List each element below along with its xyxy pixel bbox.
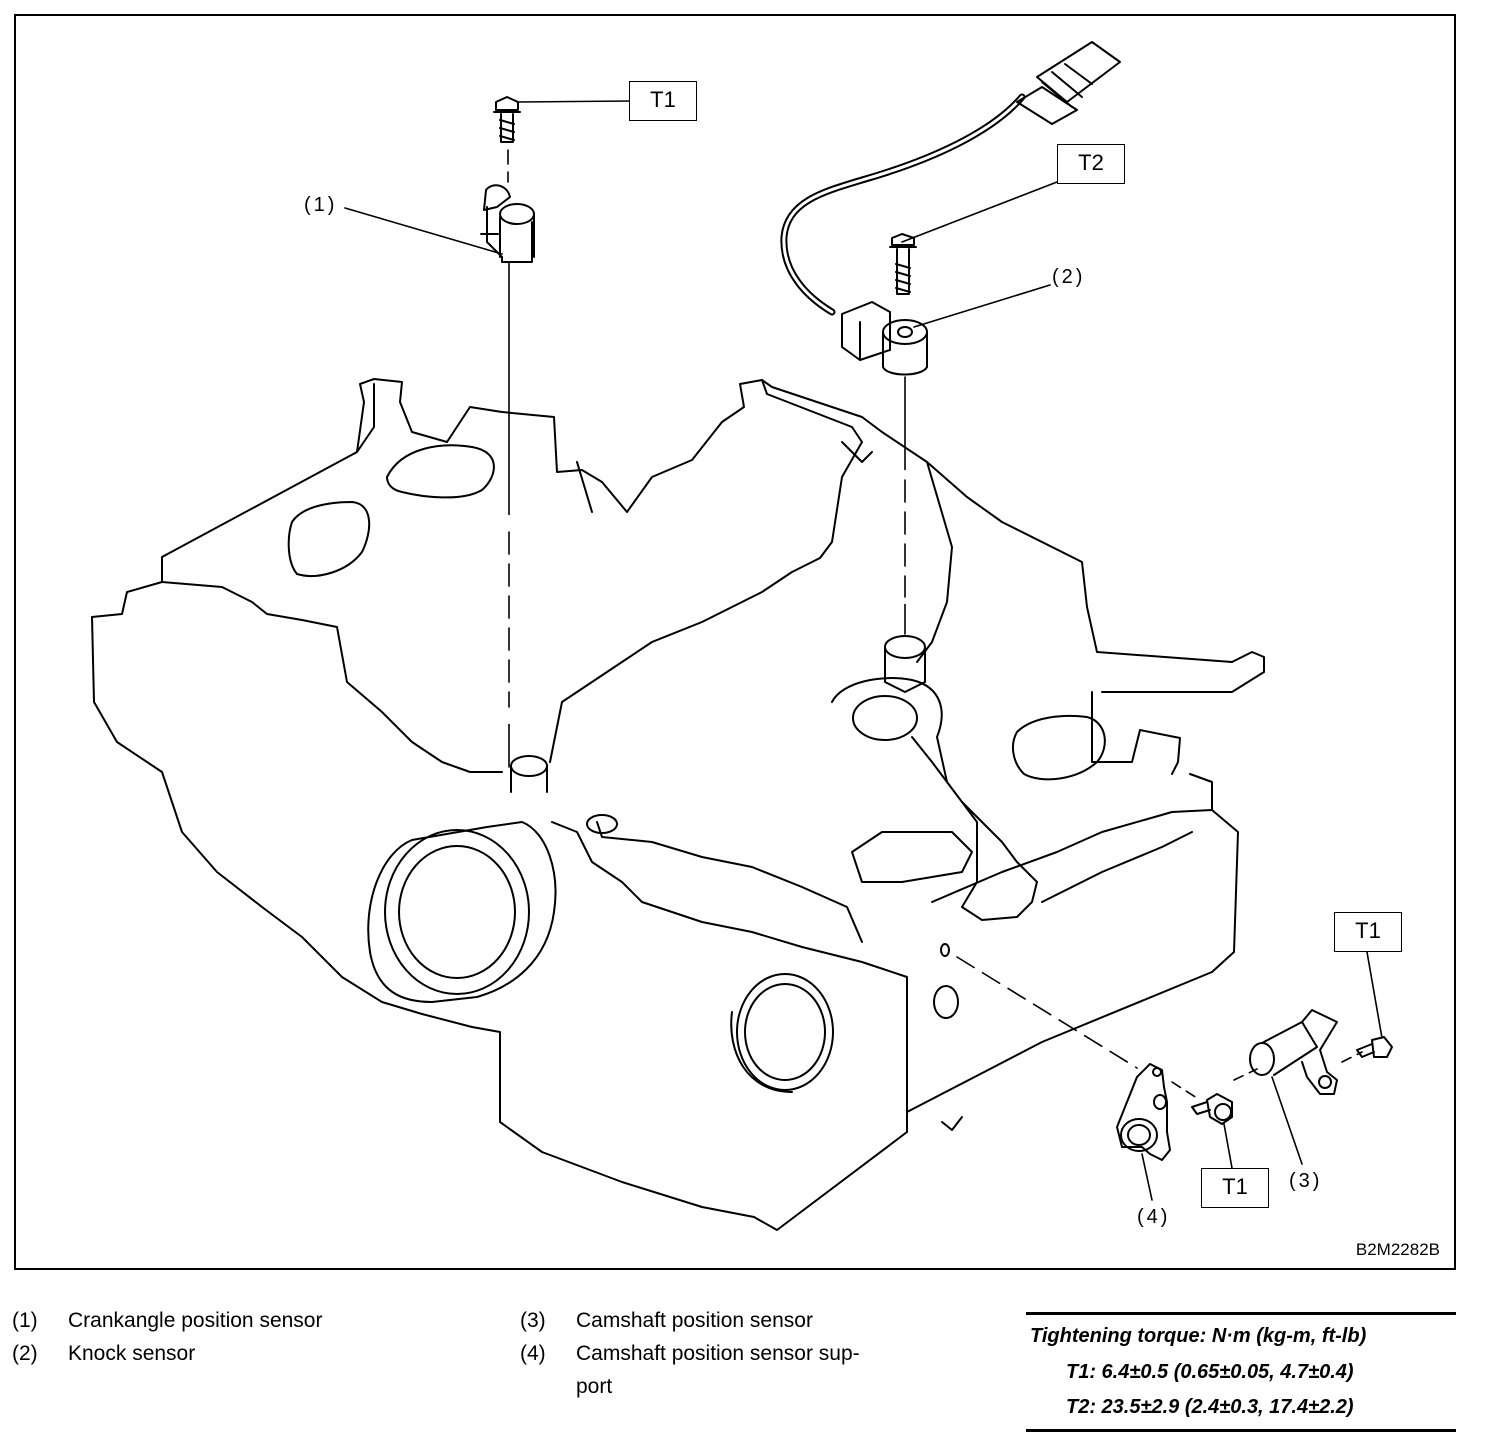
legend-text: Crankangle position sensor: [68, 1309, 323, 1332]
figure-code: B2M2282B: [1355, 1240, 1440, 1259]
legend-item-4-cont: port: [520, 1370, 921, 1403]
legend-text: Camshaft position sensor sup-: [576, 1342, 860, 1365]
legend-num: (4): [520, 1342, 546, 1365]
legend-right: (3) Camshaft position sensor (4) Camshaf…: [520, 1304, 921, 1403]
torque-spec-box: Tightening torque: N·m (kg-m, ft-lb) T1:…: [1026, 1312, 1456, 1432]
torque-tag-cam-bottom-t1: T1: [1201, 1168, 1269, 1208]
legend-num: [520, 1370, 576, 1403]
cam-sensor-support: [1116, 1063, 1171, 1161]
torque-t1: T1: 6.4±0.5 (0.65±0.05, 4.7±0.4): [1066, 1361, 1354, 1383]
callout-1: (1): [304, 194, 338, 216]
legend-item-2: (2) Knock sensor: [12, 1337, 413, 1370]
legend-item-4: (4) Camshaft position sensor sup-: [520, 1337, 921, 1370]
crankangle-sensor: [480, 184, 535, 263]
legend-item-3: (3) Camshaft position sensor: [520, 1304, 921, 1337]
cam-bolts: [1191, 1036, 1393, 1125]
engine-details: [287, 444, 1106, 1019]
diagram-frame: T1 T2 T1 T1 (1) (2) (3) (4) B2M2282B: [14, 14, 1456, 1270]
engine-block-outline: [91, 378, 1265, 1231]
cam-pulley: [730, 973, 834, 1093]
legend-num: (3): [520, 1309, 546, 1332]
legend-num: (2): [12, 1342, 38, 1365]
knock-sensor: [780, 41, 1121, 376]
camshaft-sensor: [1249, 1009, 1338, 1095]
crank-pulley: [367, 821, 557, 1003]
legend-left: (1) Crankangle position sensor (2) Knock…: [12, 1304, 413, 1370]
engine-drawing: [91, 41, 1393, 1231]
legend-text: Knock sensor: [68, 1342, 196, 1365]
callout-4: (4): [1137, 1206, 1171, 1228]
torque-heading: Tightening torque: N·m (kg-m, ft-lb): [1030, 1325, 1367, 1347]
callout-3: (3): [1289, 1170, 1323, 1192]
crank-bolt: [493, 96, 521, 143]
legend-num: (1): [12, 1309, 38, 1332]
leader-lines: [344, 100, 1383, 1201]
legend-item-1: (1) Crankangle position sensor: [12, 1304, 413, 1337]
torque-tag-cam-right-t1: T1: [1334, 912, 1402, 952]
legend-text: port: [576, 1375, 613, 1398]
torque-tag-knock-t2: T2: [1057, 144, 1125, 184]
legend-text: Camshaft position sensor: [576, 1309, 813, 1332]
torque-t2: T2: 23.5±2.9 (2.4±0.3, 17.4±2.2): [1066, 1396, 1354, 1418]
callout-2: (2): [1052, 266, 1086, 288]
knock-bolt: [889, 233, 917, 295]
torque-tag-top-t1: T1: [629, 81, 697, 121]
